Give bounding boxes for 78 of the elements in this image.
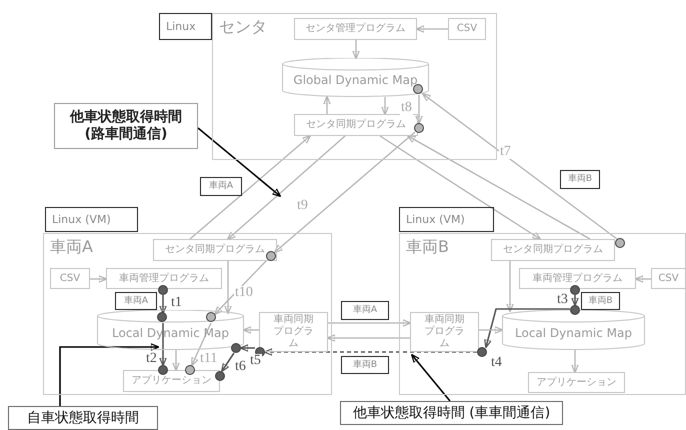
timestamp-dot bbox=[215, 371, 225, 381]
arrow bbox=[90, 275, 108, 283]
arrow bbox=[226, 136, 346, 240]
arrow bbox=[484, 308, 570, 348]
timestamp-dot bbox=[266, 251, 276, 261]
program-box: センタ同期プログラム bbox=[491, 239, 615, 261]
program-box: 車両管理プログラム bbox=[106, 268, 222, 289]
program-box: 車両同期プログラム bbox=[410, 312, 479, 352]
arrow bbox=[571, 350, 579, 374]
edge-label: t8 bbox=[400, 101, 413, 115]
timestamp-dot bbox=[615, 238, 625, 248]
arrow bbox=[415, 95, 423, 124]
arrow bbox=[190, 134, 312, 240]
panel-title: 車両A bbox=[50, 237, 93, 256]
arrow bbox=[416, 25, 448, 33]
arrow bbox=[264, 348, 477, 356]
arrow bbox=[352, 40, 360, 60]
arrow bbox=[224, 261, 232, 314]
arrow bbox=[240, 344, 255, 352]
os-tag: Linux (VM) bbox=[45, 207, 138, 232]
os-tag: Linux bbox=[159, 13, 212, 40]
arrow bbox=[506, 261, 514, 312]
arrow bbox=[571, 295, 579, 306]
vehicle-tag: 車両A bbox=[200, 177, 242, 196]
arrow bbox=[214, 260, 268, 316]
timestamp-dot bbox=[414, 123, 424, 133]
timestamp-dot bbox=[570, 285, 580, 295]
arrow bbox=[634, 275, 651, 283]
program-box: アプリケーション bbox=[528, 372, 625, 393]
panel-title: センタ bbox=[219, 17, 267, 36]
program-box: CSV bbox=[651, 268, 686, 289]
arrow bbox=[406, 135, 590, 240]
timestamp-dot bbox=[477, 347, 487, 357]
callout-box: 他車状態取得時間 (車車間通信) bbox=[340, 401, 563, 425]
program-box: CSV bbox=[50, 268, 90, 289]
timestamp-dot bbox=[206, 312, 216, 322]
timestamp-dot bbox=[185, 365, 195, 375]
program-box: 車両管理プログラム bbox=[519, 268, 636, 289]
timestamp-dot bbox=[231, 343, 241, 353]
vehicle-tag: 車両B bbox=[560, 170, 600, 189]
program-box: センタ同期プログラム bbox=[153, 239, 277, 261]
callout-box: 自車状態取得時間 bbox=[8, 406, 158, 430]
program-box: 車両同期プログラム bbox=[259, 312, 328, 352]
leader-arrow bbox=[59, 343, 160, 406]
arrow bbox=[274, 132, 416, 254]
leader-arrow bbox=[410, 354, 451, 402]
arrow bbox=[159, 295, 167, 314]
database-cylinder: Local Dynamic Map bbox=[502, 310, 645, 350]
arrow bbox=[422, 92, 618, 240]
timestamp-dot bbox=[157, 312, 167, 322]
vehicle-tag: 車両B bbox=[581, 292, 620, 310]
arrow bbox=[328, 319, 412, 327]
edge-label: t7 bbox=[499, 145, 512, 159]
panel-title: 車両B bbox=[406, 237, 449, 256]
callout-box: 他車状態取得時間(路車間通信) bbox=[54, 103, 198, 149]
system-panel bbox=[43, 233, 332, 395]
system-panel bbox=[212, 13, 497, 160]
program-box: センタ同期プログラム bbox=[294, 114, 418, 136]
leader-arrow bbox=[197, 127, 282, 198]
arrow bbox=[220, 352, 235, 372]
vehicle-tag: 車両A bbox=[341, 301, 389, 320]
arrow bbox=[380, 135, 542, 240]
timestamp-dot bbox=[158, 365, 168, 375]
arrow bbox=[323, 96, 331, 114]
arrow bbox=[172, 350, 180, 372]
timestamp-dot bbox=[570, 305, 580, 315]
vehicle-tag: 車両A bbox=[115, 292, 157, 310]
program-box: センタ管理プログラム bbox=[294, 18, 417, 40]
os-tag: Linux (VM) bbox=[399, 207, 494, 232]
timestamp-dot bbox=[158, 285, 168, 295]
program-box: CSV bbox=[448, 18, 486, 40]
database-cylinder: Global Dynamic Map bbox=[282, 58, 429, 97]
vehicle-tag: 車両B bbox=[341, 356, 389, 374]
arrow bbox=[479, 326, 504, 334]
arrow bbox=[381, 97, 389, 116]
arrow bbox=[326, 334, 410, 342]
system-panel bbox=[399, 233, 686, 395]
arrow bbox=[242, 326, 259, 334]
